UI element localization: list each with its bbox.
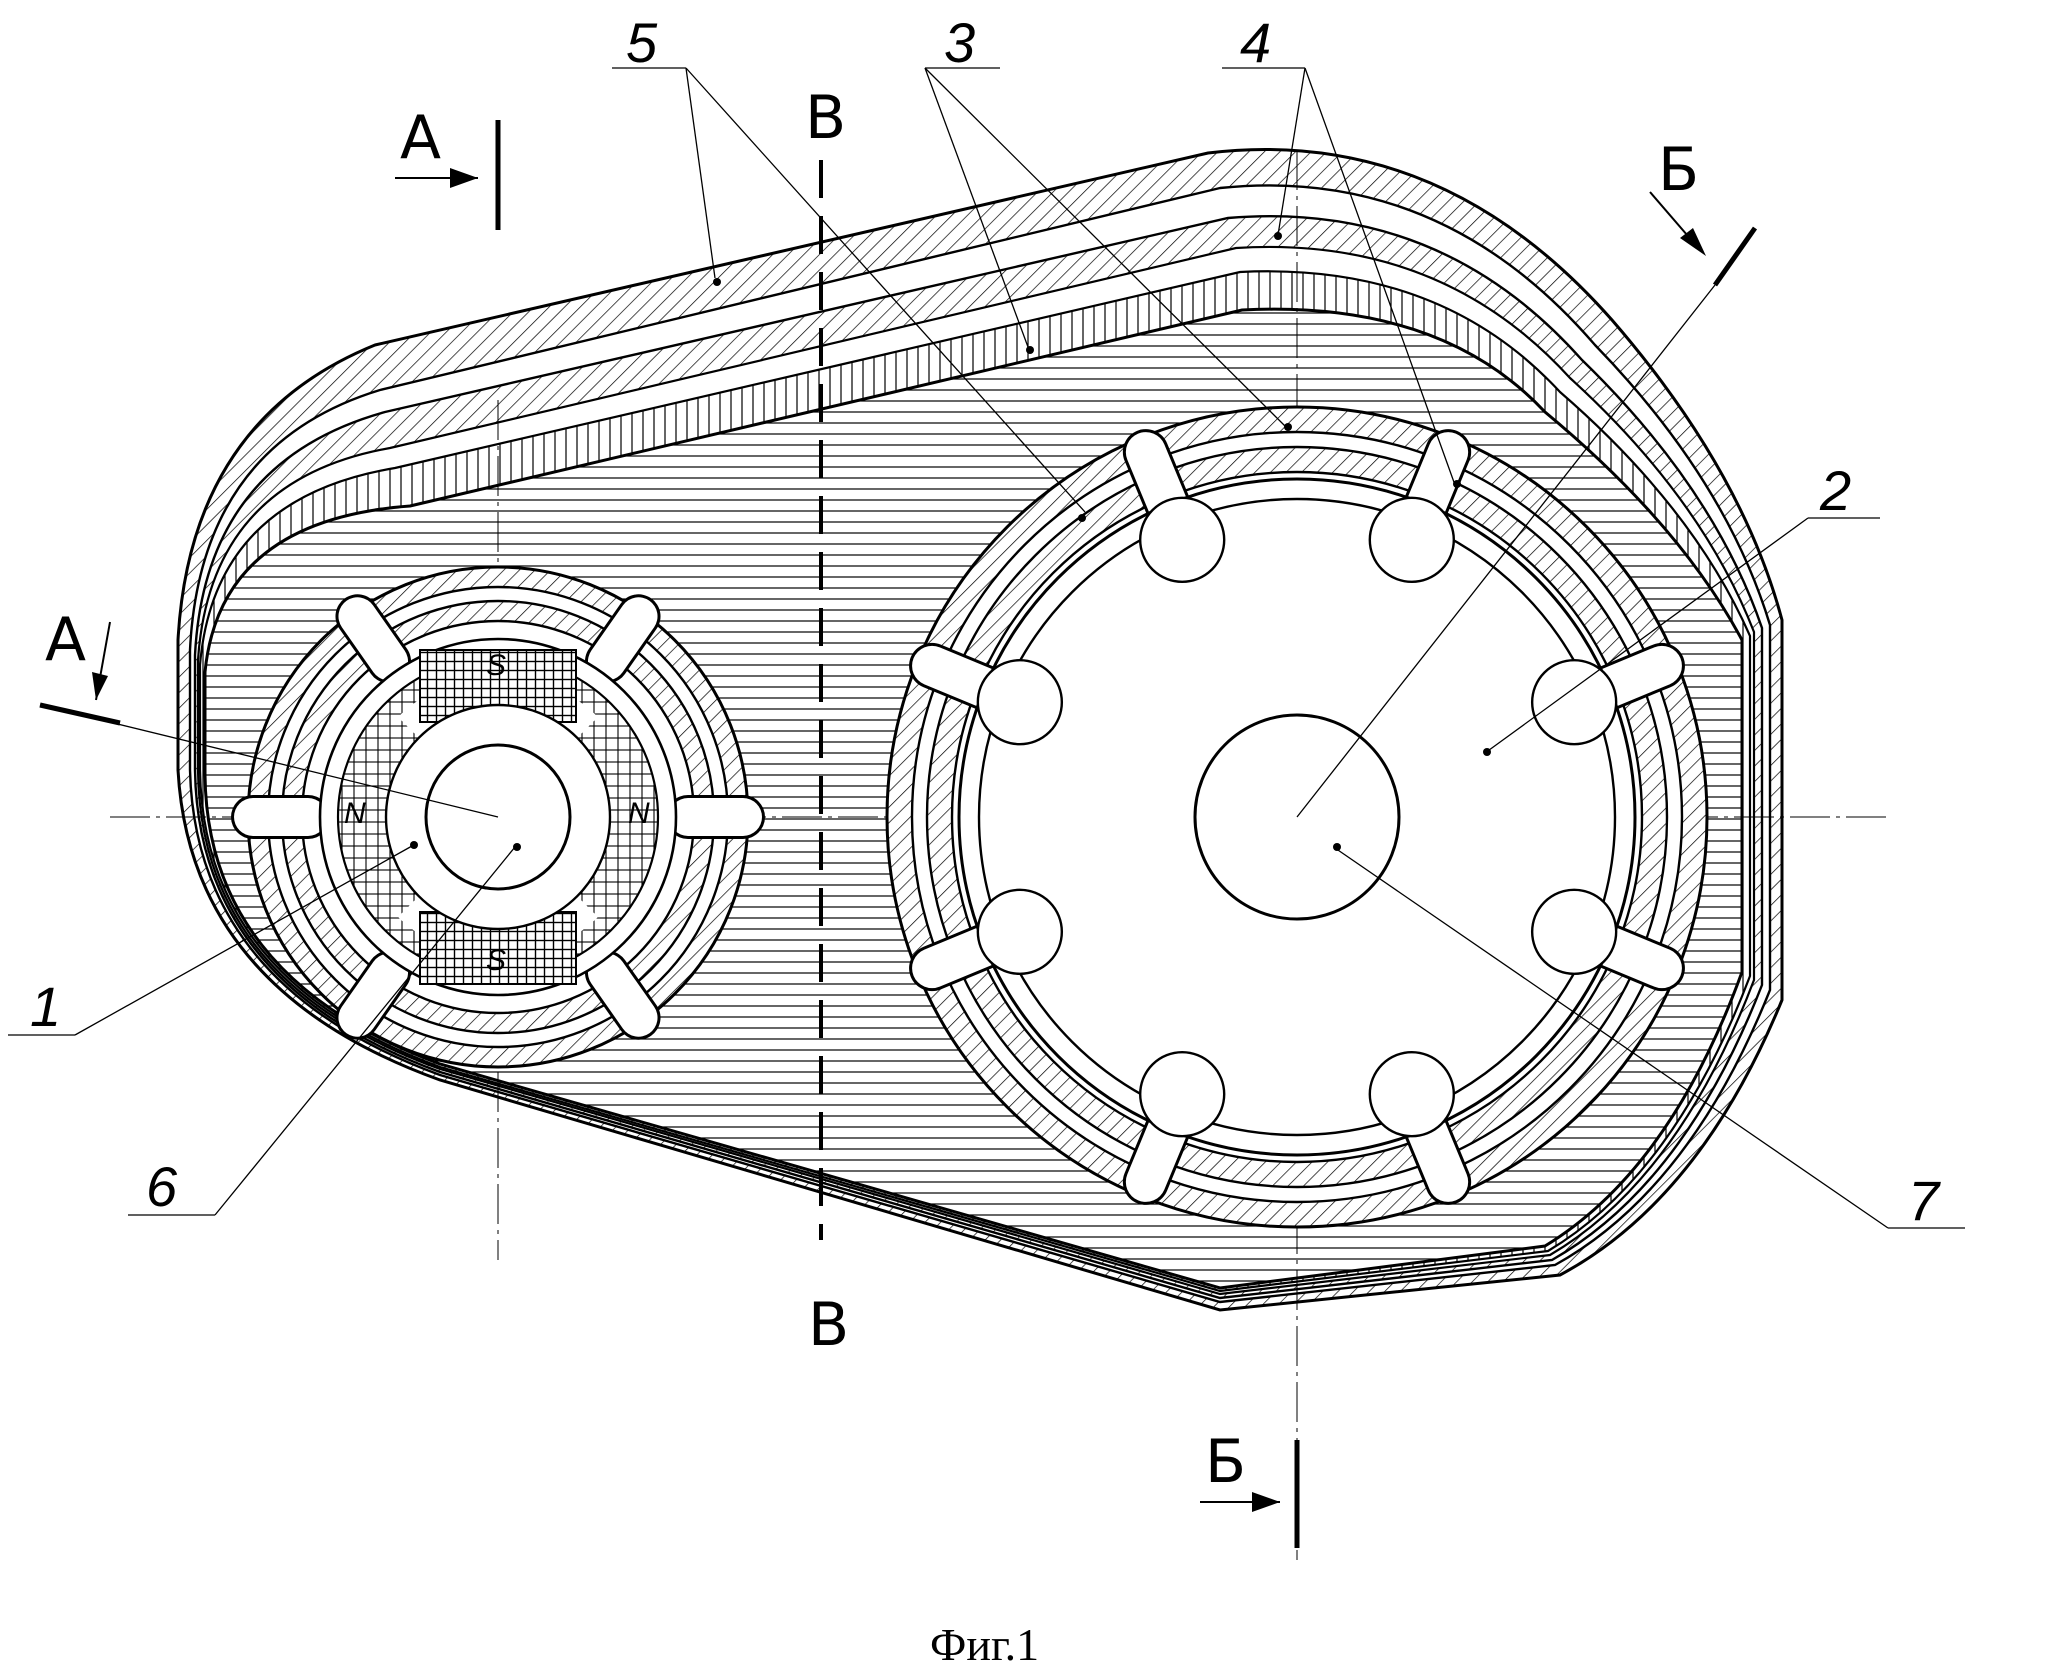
section-line-a — [39, 120, 501, 818]
pole-label-top: S — [486, 649, 506, 682]
section-label-v-bottom: В — [808, 1290, 849, 1360]
large-rotor-notch — [1138, 1050, 1226, 1138]
small-stator-slot-fill — [587, 953, 658, 1037]
part-label-2: 2 — [1819, 459, 1851, 522]
figure-caption: Фиг.1 — [930, 1619, 1039, 1670]
large-rotor-notch — [1138, 496, 1226, 584]
section-label-b-bottom: Б — [1205, 1427, 1246, 1497]
part-label-4: 4 — [1240, 11, 1271, 74]
section-line-b — [1200, 191, 1758, 1548]
large-rotor-notch — [1530, 658, 1618, 746]
large-rotor-notch — [1368, 1050, 1456, 1138]
small-stator-slot-fill — [587, 597, 658, 681]
small-stator-slots — [231, 594, 765, 1040]
section-label-a-left: А — [45, 605, 86, 675]
pole-label-left: N — [344, 797, 366, 830]
large-rotor-notch — [976, 658, 1064, 746]
large-rotor-notch — [1368, 496, 1456, 584]
part-label-1: 1 — [30, 975, 61, 1038]
large-rotor-poles — [976, 496, 1618, 1138]
pole-label-right: N — [628, 797, 650, 830]
part-label-6: 6 — [146, 1155, 178, 1218]
section-label-a-top: А — [400, 103, 441, 173]
part-label-3: 3 — [944, 11, 975, 74]
large-rotor-notch — [976, 888, 1064, 976]
section-letters: А А Б Б В В — [45, 83, 1699, 1497]
section-label-b-top: Б — [1658, 135, 1699, 205]
part-numbers: 5 3 4 2 1 6 7 — [30, 11, 1941, 1232]
small-stator-slot-fill — [338, 597, 409, 681]
leader-lines — [8, 67, 1965, 1229]
large-rotor-notch — [1530, 888, 1618, 976]
part-label-7: 7 — [1908, 1169, 1941, 1232]
part-label-5: 5 — [626, 11, 658, 74]
small-stator-slot-fill — [338, 953, 409, 1037]
magnet-pole-labels: S S N N — [344, 649, 650, 977]
pole-label-bottom: S — [486, 944, 506, 977]
section-label-v-top: В — [805, 83, 846, 153]
